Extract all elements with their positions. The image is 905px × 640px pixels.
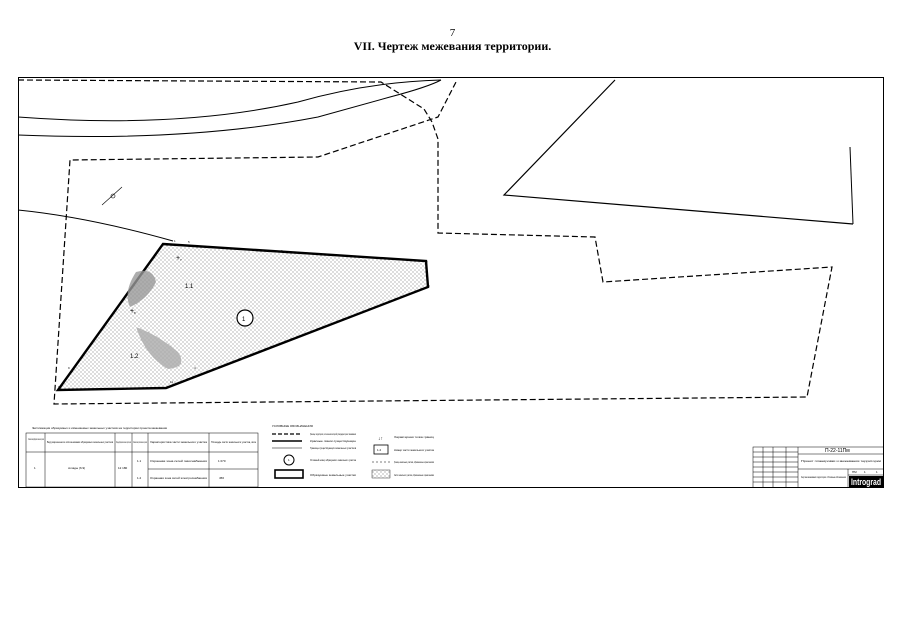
svg-text:1: 1 bbox=[288, 458, 290, 462]
table-cell: 1 070 bbox=[218, 459, 226, 463]
table-cell: 1.2 bbox=[137, 476, 142, 480]
stamp-sheets: 1 bbox=[876, 470, 878, 474]
table-cell: 456 bbox=[219, 476, 224, 480]
stamp-sheet: 1 bbox=[864, 470, 866, 474]
point-label: 1 bbox=[174, 239, 176, 243]
table-caption: Экспликация образуемых и изменяемых земе… bbox=[32, 426, 167, 430]
table-cell: Охранная зона сетей газоснабжения bbox=[150, 459, 207, 463]
legend-item: Образуемые земельные участки bbox=[310, 473, 356, 477]
point-label: 2 bbox=[426, 260, 428, 264]
table-cell: склады (6.9) bbox=[68, 466, 85, 470]
survey-drawing: + + 1 1.1 1.2 1 2 3 4 5 6 7 8 9 10 11 Эк… bbox=[18, 79, 884, 488]
table-header: Площадь части земельного участка, кв.м bbox=[211, 440, 256, 444]
territory-boundary bbox=[18, 79, 833, 405]
stamp-project: Проект планировки и межевания территории bbox=[801, 459, 881, 463]
table-header: Площадь образуемого земельного участка, … bbox=[116, 440, 131, 444]
parcel-number: 1 bbox=[242, 317, 246, 323]
brand-logo: Intrograd bbox=[851, 477, 881, 487]
point-marker: + bbox=[130, 308, 134, 315]
point-label: 4 bbox=[194, 366, 196, 370]
title-block bbox=[752, 446, 884, 488]
parcel-number-circle bbox=[236, 309, 254, 327]
section-title: VII. Чертеж межевания территории. bbox=[353, 39, 552, 53]
road-line-upper bbox=[18, 79, 442, 122]
point-label: 7 bbox=[180, 258, 182, 262]
point-label: 10 bbox=[58, 385, 62, 389]
table-cell: 12 180 bbox=[118, 466, 128, 470]
legend-symbols: 1 ↓↑ 1.2 bbox=[272, 433, 391, 479]
road-line-left bbox=[18, 209, 174, 242]
table-header: Характеристика части земельного участка bbox=[150, 440, 207, 444]
encumbrance-zone-1-2 bbox=[136, 327, 182, 369]
point-label: 6 bbox=[281, 249, 283, 253]
zone-label-1-1: 1.1 bbox=[185, 284, 194, 290]
legend-item: Границы существующих земельных участков bbox=[310, 446, 356, 450]
point-marker: + bbox=[176, 255, 180, 262]
legend-title: УСЛОВНЫЕ ОБОЗНАЧЕНИЯ bbox=[272, 424, 313, 428]
page-number: 7 bbox=[449, 27, 456, 39]
north-marker bbox=[101, 186, 123, 206]
encumbrance-zone-1-1 bbox=[127, 270, 156, 307]
table-cell: 1 bbox=[34, 466, 36, 470]
legend-item: Характерная точка границ bbox=[394, 435, 434, 439]
legend-item: Красные линии существующие bbox=[310, 439, 356, 443]
existing-parcel-right bbox=[502, 79, 854, 225]
point-label: 9 bbox=[68, 366, 70, 370]
stamp-code: П-22-11Пм bbox=[825, 448, 850, 454]
stamp-stage: ПМ bbox=[852, 470, 857, 474]
table-cell: Охранная зона сетей электроснабжения bbox=[150, 476, 207, 480]
table-header: Условный номер образуемого земельного уч… bbox=[28, 437, 44, 441]
existing-parcel-right-edge bbox=[849, 146, 854, 225]
table-header: Вид разрешенного использования образуемы… bbox=[47, 440, 113, 444]
zone-label-1-2: 1.2 bbox=[130, 354, 139, 360]
explication-table bbox=[25, 432, 259, 488]
legend-item: Номер части земельного участка bbox=[394, 448, 434, 452]
table-header: Условный номер части земельного участка bbox=[133, 440, 147, 444]
brand-logo-box bbox=[849, 476, 883, 487]
legend-item: Части земельного участка, обременённые о… bbox=[394, 473, 434, 477]
point-label: 8 bbox=[134, 311, 136, 315]
point-label: 5 bbox=[188, 240, 190, 244]
svg-text:↓↑: ↓↑ bbox=[378, 436, 383, 442]
point-label: 3 bbox=[428, 284, 430, 288]
svg-text:1.2: 1.2 bbox=[377, 448, 382, 452]
point-label: 11 bbox=[170, 380, 173, 384]
legend-item: Границы территории, в отношении которой … bbox=[310, 432, 356, 436]
stamp-sheet-title: Чертеж межевания территории. Условные об… bbox=[801, 475, 846, 479]
legend-item: Условный номер образуемого земельного уч… bbox=[310, 458, 356, 462]
road-line-lower bbox=[18, 79, 442, 138]
table-cell: 1.1 bbox=[137, 459, 142, 463]
legend-item: Границы земельных участков, обременённые… bbox=[394, 460, 434, 464]
